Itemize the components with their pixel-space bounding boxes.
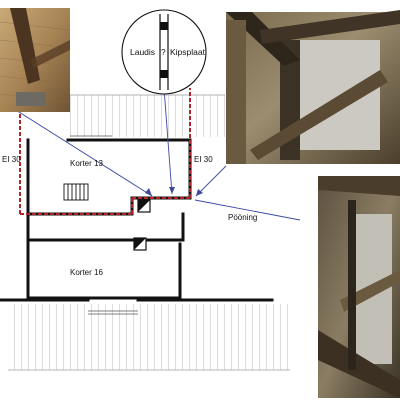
chimney-upper bbox=[137, 199, 151, 213]
fire-rating-right-label: EI 30 bbox=[194, 155, 213, 164]
photo-timber-ceiling bbox=[0, 8, 71, 112]
apartment-13-label: Korter 13 bbox=[70, 159, 103, 168]
callout-label-left: Laudis bbox=[130, 47, 155, 57]
leader-lines bbox=[0, 87, 301, 221]
stair-symbol bbox=[63, 183, 89, 201]
leader-arrowheads bbox=[145, 187, 203, 196]
callout-label-right: Kipsplaat bbox=[170, 47, 206, 57]
fire-boundary bbox=[19, 78, 191, 215]
chimney-lower bbox=[133, 237, 147, 251]
roof-hatching-bottom bbox=[8, 304, 290, 371]
roof-hatching-top bbox=[70, 94, 225, 137]
wall-section-callout: Laudis ? Kipsplaat bbox=[121, 9, 207, 95]
window-bottom bbox=[88, 310, 138, 315]
photo-attic-lower bbox=[318, 176, 400, 398]
photo-attic-upper bbox=[226, 10, 400, 164]
callout-label-middle: ? bbox=[161, 47, 166, 57]
fire-rating-left-label: EI 30 bbox=[2, 155, 21, 164]
apartment-16-label: Korter 16 bbox=[70, 268, 103, 277]
attic-label: Pööning bbox=[228, 213, 257, 222]
